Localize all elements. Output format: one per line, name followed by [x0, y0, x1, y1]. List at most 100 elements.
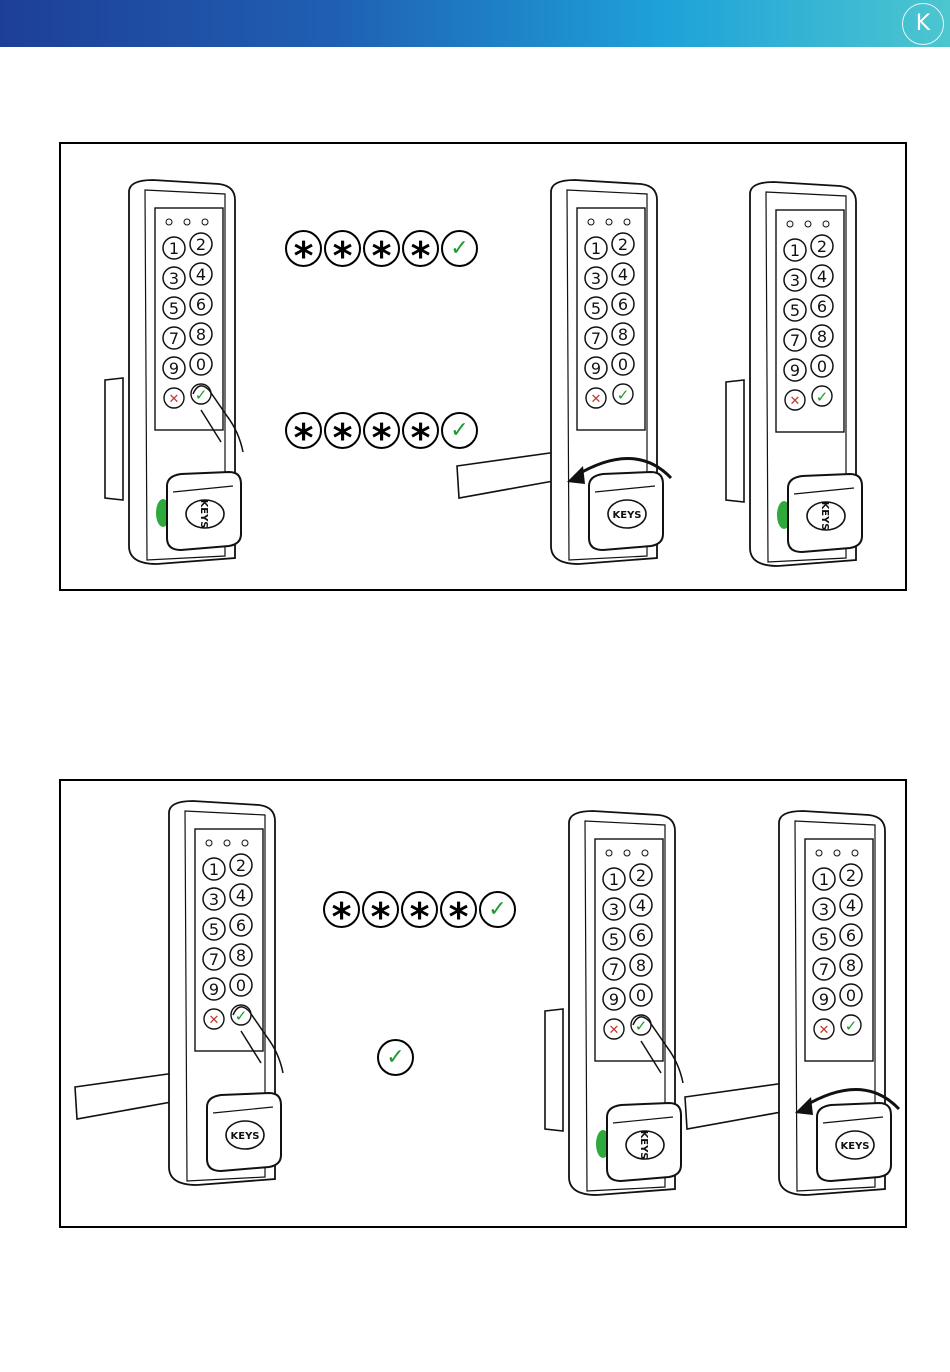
keypad-key-label: 8	[236, 946, 246, 965]
cam-bar	[685, 1083, 787, 1129]
keypad-key-label: 4	[817, 267, 827, 286]
knob-brand-label: KEYS	[612, 510, 641, 521]
keypad-key-label: 7	[169, 329, 179, 348]
led-indicator	[588, 219, 594, 225]
confirm-icon: ✓	[845, 1017, 858, 1035]
lock-illustration: 1234567890✕✓KEYS	[75, 801, 283, 1185]
led-indicator	[606, 219, 612, 225]
confirm-icon: ✓	[617, 386, 630, 404]
keypad-key-label: 1	[209, 860, 219, 879]
knob-brand-label: KEYS	[819, 501, 830, 530]
cam-bar	[457, 452, 559, 498]
keypad-key-label: 8	[636, 956, 646, 975]
keypad-key-label: 2	[636, 866, 646, 885]
keypad-key-label: 8	[618, 325, 628, 344]
brand-logo-letter: K	[903, 11, 943, 36]
keypad-key-label: 9	[169, 359, 179, 378]
led-indicator	[624, 850, 630, 856]
lock-illustration: 1234567890 ✕ ✓ KEYS	[457, 180, 671, 564]
keypad-key-label: 0	[846, 986, 856, 1005]
led-indicator	[816, 850, 822, 856]
confirm-icon: ✓	[816, 388, 829, 406]
keypad-key-label: 2	[846, 866, 856, 885]
header-banner: K	[0, 0, 950, 47]
keypad-key-label: 0	[618, 355, 628, 374]
keypad-key-label: 7	[591, 329, 601, 348]
led-indicator	[624, 219, 630, 225]
keypad-key-label: 0	[196, 355, 206, 374]
keypad-key-label: 6	[236, 916, 246, 935]
keypad-key-label: 4	[636, 896, 646, 915]
keypad-key-label: 7	[209, 950, 219, 969]
knob-brand-label: KEYS	[840, 1141, 869, 1152]
cam-bar	[545, 1009, 563, 1131]
keypad-key-label: 3	[819, 900, 829, 919]
keypad-key-label: 1	[591, 239, 601, 258]
keypad-key-label: 3	[591, 269, 601, 288]
led-indicator	[852, 850, 858, 856]
keypad-key-label: 8	[846, 956, 856, 975]
keypad-key-label: 7	[609, 960, 619, 979]
knob-brand-label: KEYS	[198, 499, 209, 528]
keypad-key-label: 6	[817, 297, 827, 316]
keypad-key-label: 1	[169, 239, 179, 258]
led-indicator	[166, 219, 172, 225]
led-indicator	[184, 219, 190, 225]
knob-brand-label: KEYS	[230, 1131, 259, 1142]
keypad-key-label: 8	[196, 325, 206, 344]
cancel-icon: ✕	[819, 1023, 830, 1038]
keypad-key-label: 4	[196, 265, 206, 284]
keypad-key-label: 3	[790, 271, 800, 290]
led-indicator	[206, 840, 212, 846]
keypad-key-label: 4	[846, 896, 856, 915]
led-indicator	[823, 221, 829, 227]
cancel-icon: ✕	[790, 394, 801, 409]
cancel-icon: ✕	[591, 392, 602, 407]
keypad-key-label: 0	[236, 976, 246, 995]
cancel-icon: ✕	[169, 392, 180, 407]
keypad-key-label: 5	[169, 299, 179, 318]
keypad-key-label: 2	[236, 856, 246, 875]
keypad-key-label: 8	[817, 327, 827, 346]
keypad-key-label: 6	[618, 295, 628, 314]
keypad-key-label: 9	[591, 359, 601, 378]
keypad-key-label: 1	[609, 870, 619, 889]
keypad-key-label: 1	[790, 241, 800, 260]
keypad-key-label: 4	[618, 265, 628, 284]
keypad-key-label: 7	[819, 960, 829, 979]
keypad-key-label: 9	[790, 361, 800, 380]
led-indicator	[805, 221, 811, 227]
keypad-key-label: 7	[790, 331, 800, 350]
instruction-panel-2: ****✓ ✓ 1234567890✕✓KEYS1234567890✕✓KEYS…	[59, 779, 907, 1228]
keypad-key-label: 9	[819, 990, 829, 1009]
keypad-key-label: 6	[636, 926, 646, 945]
lock-illustration: 1234567890✕✓KEYS	[545, 811, 683, 1195]
instruction-panel-1: ****✓ ****✓ 1234567890✕✓KEYS1234567890✕✓…	[59, 142, 907, 591]
keypad-key-label: 5	[790, 301, 800, 320]
keypad-key-label: 0	[636, 986, 646, 1005]
keypad-key-label: 6	[846, 926, 856, 945]
led-indicator	[224, 840, 230, 846]
led-indicator	[834, 850, 840, 856]
keypad-key-label: 2	[196, 235, 206, 254]
keypad-key-label: 3	[169, 269, 179, 288]
keypad-key-label: 2	[817, 237, 827, 256]
cam-bar	[105, 378, 123, 500]
keypad-key-label: 6	[196, 295, 206, 314]
cam-bar	[726, 380, 744, 502]
cancel-icon: ✕	[209, 1013, 220, 1028]
keypad-key-label: 5	[591, 299, 601, 318]
cancel-icon: ✕	[609, 1023, 620, 1038]
keypad-key-label: 1	[819, 870, 829, 889]
keypad-key-label: 3	[209, 890, 219, 909]
keypad-key-label: 9	[209, 980, 219, 999]
brand-logo: K	[902, 3, 944, 45]
led-indicator	[202, 219, 208, 225]
knob-brand-label: KEYS	[638, 1130, 649, 1159]
cam-bar	[75, 1073, 177, 1119]
keypad-key-label: 3	[609, 900, 619, 919]
led-indicator	[606, 850, 612, 856]
keypad-key-label: 2	[618, 235, 628, 254]
led-indicator	[242, 840, 248, 846]
